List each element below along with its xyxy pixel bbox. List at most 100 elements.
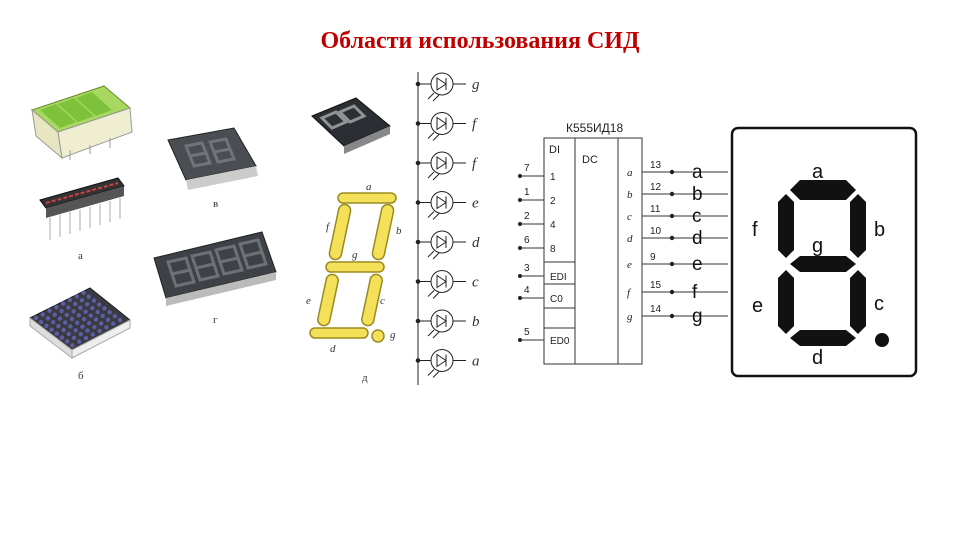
decoder-output-pin: g 14 g bbox=[627, 304, 728, 327]
decoder-chip bbox=[543, 137, 643, 365]
matrix-dot bbox=[117, 317, 123, 323]
matrix-dot bbox=[90, 305, 95, 311]
decoder-segment-label: d bbox=[692, 228, 703, 249]
led-label: b bbox=[472, 314, 480, 330]
decoder-input-pin-number: 1 bbox=[524, 187, 530, 198]
led-diode: g bbox=[415, 72, 480, 102]
matrix-dot bbox=[87, 320, 92, 326]
chip-name: К555ИД18 bbox=[566, 121, 623, 135]
segment-c bbox=[361, 273, 383, 327]
segment-dot bbox=[371, 329, 385, 343]
decoder-input-pin: 12 bbox=[518, 187, 556, 207]
led-diode: e bbox=[415, 191, 479, 220]
led-diode: c bbox=[415, 270, 479, 299]
matrix-dot bbox=[112, 314, 118, 319]
led-diode: f bbox=[415, 112, 478, 141]
decoder-input-pin-number: 2 bbox=[524, 211, 530, 222]
decoder-input-label: C0 bbox=[550, 294, 563, 305]
decoder-output-label: g bbox=[627, 311, 633, 323]
decoder-output-pin-number: 14 bbox=[650, 304, 662, 315]
matrix-dot bbox=[81, 290, 86, 295]
matrix-dot bbox=[40, 312, 45, 317]
matrix-dot bbox=[56, 323, 61, 329]
photo-dot-matrix bbox=[29, 287, 131, 360]
decoder-input-label: 4 bbox=[550, 220, 556, 231]
matrix-dot bbox=[105, 317, 111, 322]
matrix-dot bbox=[76, 313, 82, 318]
decoder-input-label: EDI bbox=[550, 272, 567, 283]
matrix-dot bbox=[93, 317, 99, 322]
matrix-dot bbox=[61, 301, 66, 306]
photo-single-digit-display bbox=[311, 97, 391, 154]
caption-v: в bbox=[213, 198, 219, 210]
matrix-dot bbox=[92, 324, 97, 330]
matrix-dot bbox=[68, 324, 73, 329]
decoder-segment-label: c bbox=[692, 206, 702, 227]
chip-dc-label: DC bbox=[582, 154, 598, 166]
yellow-label-d: d bbox=[330, 343, 336, 355]
decoder-input-pin-number: 7 bbox=[524, 163, 530, 174]
seg-e bbox=[778, 270, 794, 334]
matrix-dot bbox=[49, 327, 54, 332]
caption-b: б bbox=[78, 370, 84, 382]
matrix-dot bbox=[61, 327, 66, 333]
matrix-dot bbox=[104, 325, 109, 330]
matrix-dot bbox=[85, 328, 90, 333]
matrix-dot bbox=[70, 343, 75, 348]
seven-seg-label-d: d bbox=[812, 347, 823, 369]
decoder-output-label: f bbox=[627, 287, 632, 299]
caption-g: г bbox=[213, 314, 218, 326]
matrix-dot bbox=[64, 312, 70, 318]
matrix-dot bbox=[74, 294, 80, 299]
decoder-input-pin-number: 5 bbox=[524, 327, 530, 338]
decoder-segment-label: e bbox=[692, 254, 703, 275]
matrix-dot bbox=[75, 320, 80, 325]
decoder-output-pin-number: 15 bbox=[650, 280, 662, 291]
decoder-input-pin: 68 bbox=[518, 235, 556, 255]
matrix-dot bbox=[107, 310, 112, 315]
decoder-segment-label: b bbox=[692, 184, 703, 205]
caption-d: д bbox=[362, 372, 368, 384]
matrix-dot bbox=[97, 328, 102, 334]
seg-a bbox=[790, 180, 856, 200]
led-diode: a bbox=[415, 349, 480, 378]
matrix-dot bbox=[44, 323, 49, 328]
matrix-dot bbox=[111, 321, 116, 326]
led-label: c bbox=[472, 275, 479, 291]
led-diode: b bbox=[415, 309, 480, 339]
matrix-dot bbox=[102, 306, 107, 311]
matrix-dot bbox=[88, 313, 94, 318]
seg-f bbox=[778, 194, 794, 258]
segment-e bbox=[317, 273, 339, 327]
decoder-input-pin-number: 6 bbox=[524, 235, 530, 246]
decoder-input-pin-number: 3 bbox=[524, 263, 530, 274]
photo-two-digit-display bbox=[167, 127, 258, 190]
seg-g bbox=[790, 256, 856, 272]
led-label: d bbox=[472, 235, 480, 251]
matrix-dot bbox=[83, 335, 89, 341]
yellow-label-f: f bbox=[326, 221, 331, 233]
yellow-label-dot-g: g bbox=[390, 329, 396, 341]
matrix-dot bbox=[80, 324, 85, 329]
led-label: g bbox=[472, 77, 480, 93]
decoder-segment-label: g bbox=[692, 306, 703, 327]
seven-seg-label-f: f bbox=[752, 219, 758, 241]
seven-seg-label-g: g bbox=[812, 235, 823, 257]
led-label: e bbox=[472, 196, 479, 212]
matrix-dot bbox=[78, 305, 83, 310]
segment-b bbox=[371, 203, 395, 261]
matrix-dot bbox=[91, 298, 97, 303]
matrix-dot bbox=[62, 320, 68, 325]
matrix-dot bbox=[51, 320, 56, 325]
matrix-dot bbox=[83, 309, 88, 314]
matrix-dot bbox=[66, 305, 71, 310]
decoder-output-label: d bbox=[627, 233, 633, 245]
decoder-input-label: ED0 bbox=[550, 336, 570, 347]
